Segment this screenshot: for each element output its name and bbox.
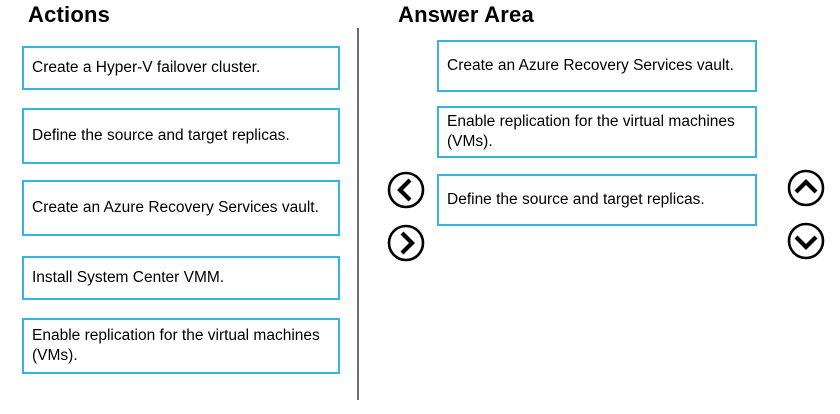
chevron-right-icon xyxy=(387,224,425,262)
action-item[interactable]: Install System Center VMM. xyxy=(22,256,340,300)
move-up-button[interactable] xyxy=(786,168,826,208)
answer-item[interactable]: Create an Azure Recovery Services vault. xyxy=(437,40,757,92)
action-item[interactable]: Define the source and target replicas. xyxy=(22,108,340,164)
chevron-up-icon xyxy=(787,169,825,207)
move-right-button[interactable] xyxy=(386,223,426,263)
action-item[interactable]: Enable replication for the virtual machi… xyxy=(22,318,340,374)
answer-item[interactable]: Enable replication for the virtual machi… xyxy=(437,106,757,158)
answer-area-title: Answer Area xyxy=(398,2,534,27)
action-item[interactable]: Create an Azure Recovery Services vault. xyxy=(22,180,340,236)
move-down-button[interactable] xyxy=(786,221,826,261)
answer-item[interactable]: Define the source and target replicas. xyxy=(437,174,757,226)
chevron-down-icon xyxy=(787,222,825,260)
actions-title: Actions xyxy=(28,2,111,27)
chevron-left-icon xyxy=(387,171,425,209)
action-item[interactable]: Create a Hyper-V failover cluster. xyxy=(22,46,340,90)
move-left-button[interactable] xyxy=(386,170,426,210)
column-divider xyxy=(357,28,359,400)
